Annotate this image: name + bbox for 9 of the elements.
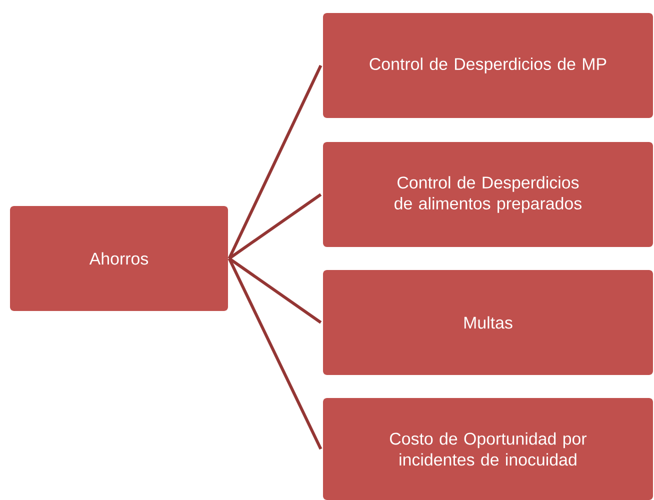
connector-line [228, 64, 322, 260]
process-box: Ahorros [10, 206, 228, 311]
connector-line [228, 193, 322, 260]
connector-line [228, 258, 322, 450]
process-box: Control de Desperdicios de alimentos preparados [323, 142, 653, 247]
process-box: Multas [323, 270, 653, 375]
connector-line [228, 257, 322, 324]
process-box: Costo de Oportunidad por incidentes de inocuidad [323, 398, 653, 500]
process-box: Control de Desperdicios de MP [323, 13, 653, 118]
